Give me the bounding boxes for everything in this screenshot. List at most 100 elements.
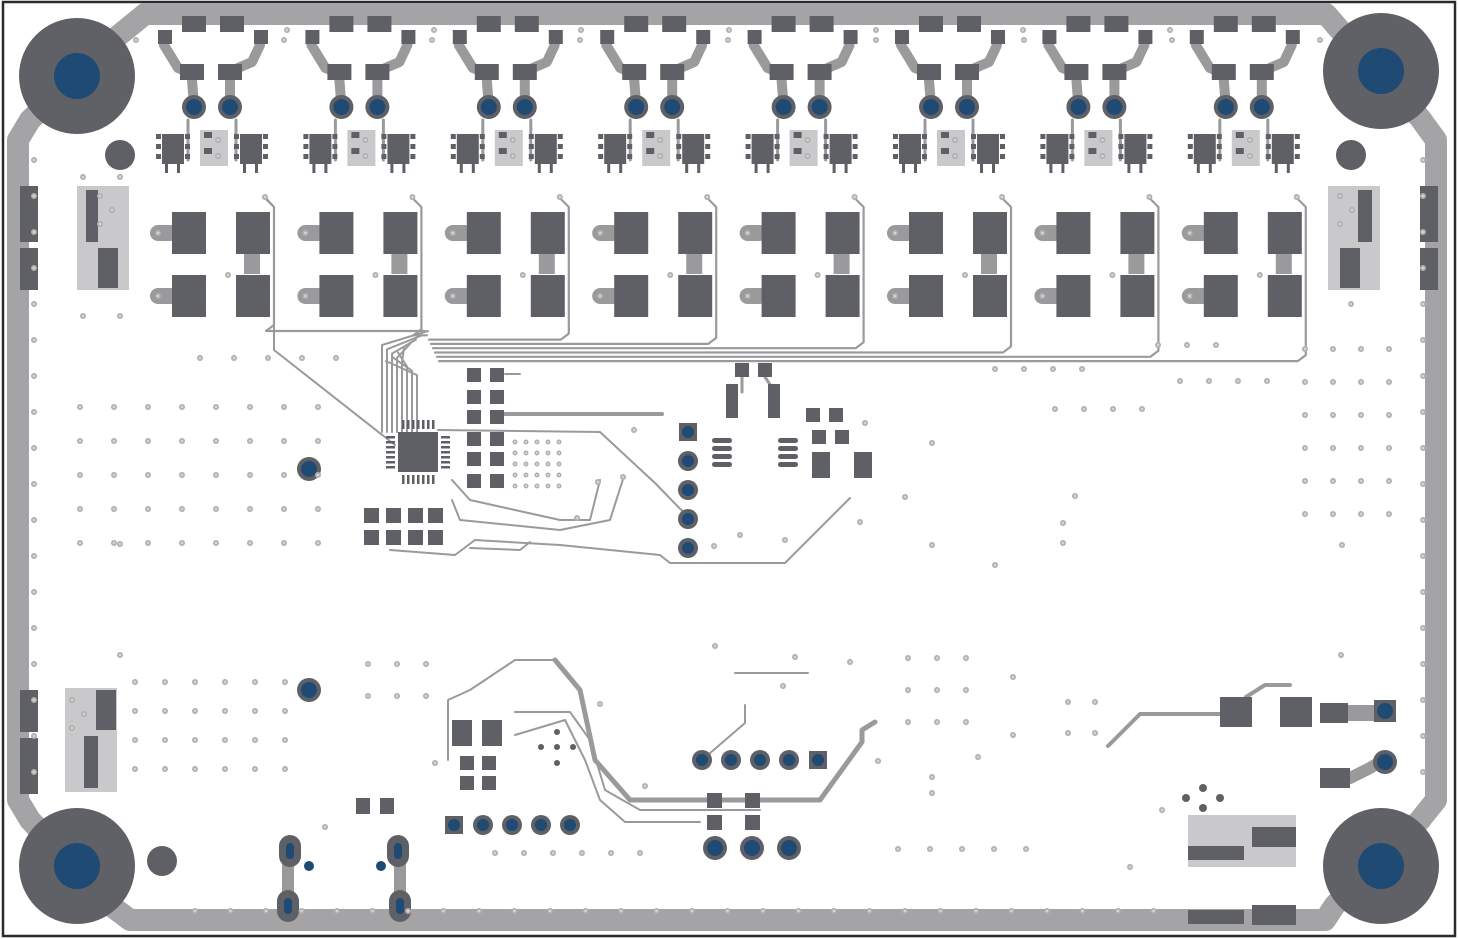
- via-hole: [658, 154, 662, 158]
- ic-lead: [243, 164, 246, 173]
- via-hole: [1387, 380, 1391, 384]
- ic-lead: [598, 144, 604, 149]
- via-hole: [964, 688, 968, 692]
- signal-trace: [381, 330, 429, 433]
- via-hole: [32, 770, 36, 774]
- ic-lead: [1265, 154, 1271, 159]
- via-hole: [1421, 410, 1425, 414]
- smd-pad: [769, 64, 794, 80]
- via-hole: [1101, 154, 1104, 158]
- test-point: [538, 744, 544, 750]
- smd-pad: [622, 64, 647, 80]
- via-hole: [32, 338, 36, 342]
- qfn-lead: [386, 441, 395, 444]
- ic-body: [162, 134, 184, 164]
- ic-lead: [1187, 134, 1193, 139]
- signal-trace: [701, 704, 746, 761]
- via-hole: [535, 440, 539, 444]
- ic-lead: [823, 134, 829, 139]
- edge-pad: [1420, 248, 1438, 290]
- pin-drill-hole: [754, 754, 766, 766]
- via-hole: [300, 909, 303, 913]
- signal-trace: [451, 475, 625, 531]
- via-hole: [411, 195, 414, 199]
- ic-lead: [745, 154, 751, 159]
- via-hole: [598, 702, 602, 706]
- pin-drill-hole: [448, 819, 460, 831]
- qfn-ic-icon: [398, 432, 438, 472]
- pin-drill-hole: [923, 99, 939, 115]
- via-hole: [976, 755, 980, 759]
- power-pad: [1220, 697, 1252, 727]
- power-pad: [825, 275, 860, 317]
- qfn-lead: [441, 441, 450, 444]
- smd-pad: [941, 148, 949, 154]
- qfn-lead: [441, 456, 450, 459]
- power-pad: [909, 275, 943, 317]
- ic-lead: [676, 134, 682, 139]
- ic-body: [829, 134, 852, 164]
- via-hole: [214, 507, 218, 511]
- via-hole: [1066, 700, 1070, 704]
- power-pad: [761, 212, 796, 254]
- via-hole: [32, 518, 36, 522]
- via-hole: [726, 909, 729, 913]
- smd-pad: [351, 148, 360, 154]
- ic-lead: [598, 154, 604, 159]
- via-hole: [266, 356, 270, 360]
- via-hole: [513, 484, 517, 488]
- mounting-hole-drill: [54, 843, 100, 889]
- via-hole: [1350, 208, 1354, 212]
- header-pad: [220, 16, 244, 32]
- passive-pad: [482, 720, 502, 746]
- ic-lead: [332, 134, 338, 139]
- passive-pad: [854, 452, 872, 478]
- ic-lead: [607, 164, 611, 173]
- qfn-lead: [412, 420, 415, 429]
- via-hole: [783, 538, 787, 542]
- via-hole: [1421, 194, 1425, 198]
- inductor-lead: [778, 462, 798, 467]
- oval-drill: [394, 843, 402, 859]
- connector-pad: [1252, 827, 1296, 847]
- pin-drill-hole: [1253, 99, 1270, 115]
- ic-lead: [1049, 164, 1053, 173]
- power-pad: [530, 212, 565, 254]
- ic-lead: [1069, 154, 1075, 159]
- via-hole: [156, 231, 160, 235]
- passive-pad: [460, 776, 474, 790]
- qfn-lead: [386, 461, 395, 464]
- power-pad: [236, 212, 270, 254]
- ic-lead: [528, 144, 534, 149]
- via-hole: [557, 451, 561, 455]
- via-hole: [953, 138, 957, 142]
- ic-lead: [823, 154, 829, 159]
- smd-pad: [1064, 64, 1089, 80]
- via-hole: [513, 473, 517, 477]
- via-hole: [253, 767, 257, 771]
- ic-lead: [1294, 154, 1300, 159]
- via-hole: [316, 541, 320, 545]
- ic-body: [309, 134, 332, 164]
- via-hole: [223, 738, 227, 742]
- signal-trace: [433, 195, 1013, 354]
- via-hole: [874, 38, 878, 42]
- via-hole: [609, 851, 613, 855]
- via-hole: [32, 698, 36, 702]
- via-hole: [524, 473, 528, 477]
- pour-trace: [686, 254, 703, 274]
- via-hole: [371, 909, 374, 913]
- via-hole: [1080, 367, 1084, 371]
- passive-pad: [428, 530, 443, 545]
- via-hole: [1421, 518, 1425, 522]
- via-hole: [364, 138, 367, 142]
- via-hole: [930, 543, 934, 547]
- via-hole: [253, 738, 257, 742]
- via-hole: [1082, 407, 1086, 411]
- via-hole: [705, 195, 709, 199]
- ic-lead: [332, 154, 338, 159]
- via-hole: [70, 726, 74, 730]
- via-hole: [70, 698, 74, 702]
- via-hole: [81, 314, 85, 318]
